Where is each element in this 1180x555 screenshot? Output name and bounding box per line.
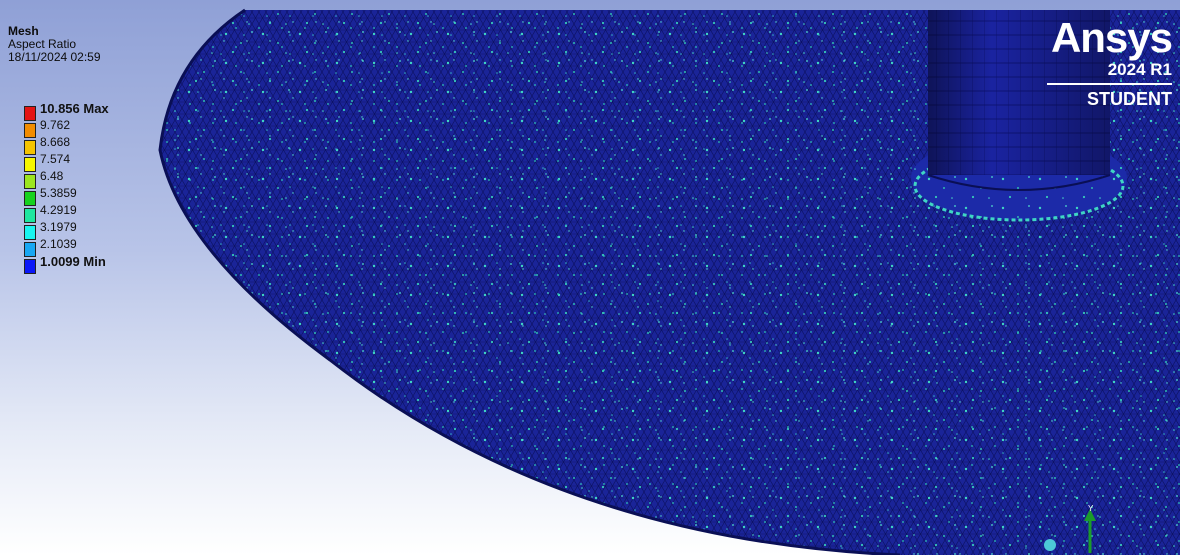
scale-label[interactable]: 10.856 Max <box>40 101 109 116</box>
scale-label[interactable]: 7.574 <box>40 152 71 166</box>
edition-label: STUDENT <box>1087 89 1172 109</box>
scale-label[interactable]: 2.1039 <box>40 237 77 251</box>
scale-swatch <box>24 140 36 155</box>
coordinate-triad[interactable]: Y <box>1030 505 1100 555</box>
scale-label[interactable]: 4.2919 <box>40 203 77 217</box>
legend-timestamp: 18/11/2024 02:59 <box>8 50 101 64</box>
scale-swatch <box>24 242 36 257</box>
triad-origin-sphere <box>1044 539 1056 551</box>
scale-label[interactable]: 9.762 <box>40 118 71 132</box>
scale-swatch <box>24 208 36 223</box>
scale-swatch <box>24 157 36 172</box>
divider <box>1047 83 1172 85</box>
ansys-watermark: Ansys 2024 R1 STUDENT <box>1047 14 1173 109</box>
ansys-logo: Ansys <box>1050 14 1173 61</box>
scale-swatch <box>24 259 36 274</box>
triad-y-label: Y <box>1088 505 1094 513</box>
version-label: 2024 R1 <box>1107 60 1172 79</box>
scale-swatch <box>24 225 36 240</box>
plate-edge <box>158 8 901 555</box>
scale-swatch <box>24 106 36 121</box>
scale-swatch <box>24 191 36 206</box>
scale-swatch <box>24 123 36 138</box>
legend-quantity: Aspect Ratio <box>8 37 77 51</box>
scale-swatch <box>24 174 36 189</box>
scale-label[interactable]: 1.0099 Min <box>40 254 106 269</box>
legend-title: Mesh <box>8 24 39 38</box>
result-legend[interactable]: Mesh Aspect Ratio 18/11/2024 02:59 <box>8 25 101 64</box>
triad-y-arrow-icon <box>1084 509 1096 521</box>
scale-label[interactable]: 3.1979 <box>40 220 77 234</box>
scale-label[interactable]: 6.48 <box>40 169 64 183</box>
scale-label[interactable]: 5.3859 <box>40 186 77 200</box>
scale-label[interactable]: 8.668 <box>40 135 71 149</box>
